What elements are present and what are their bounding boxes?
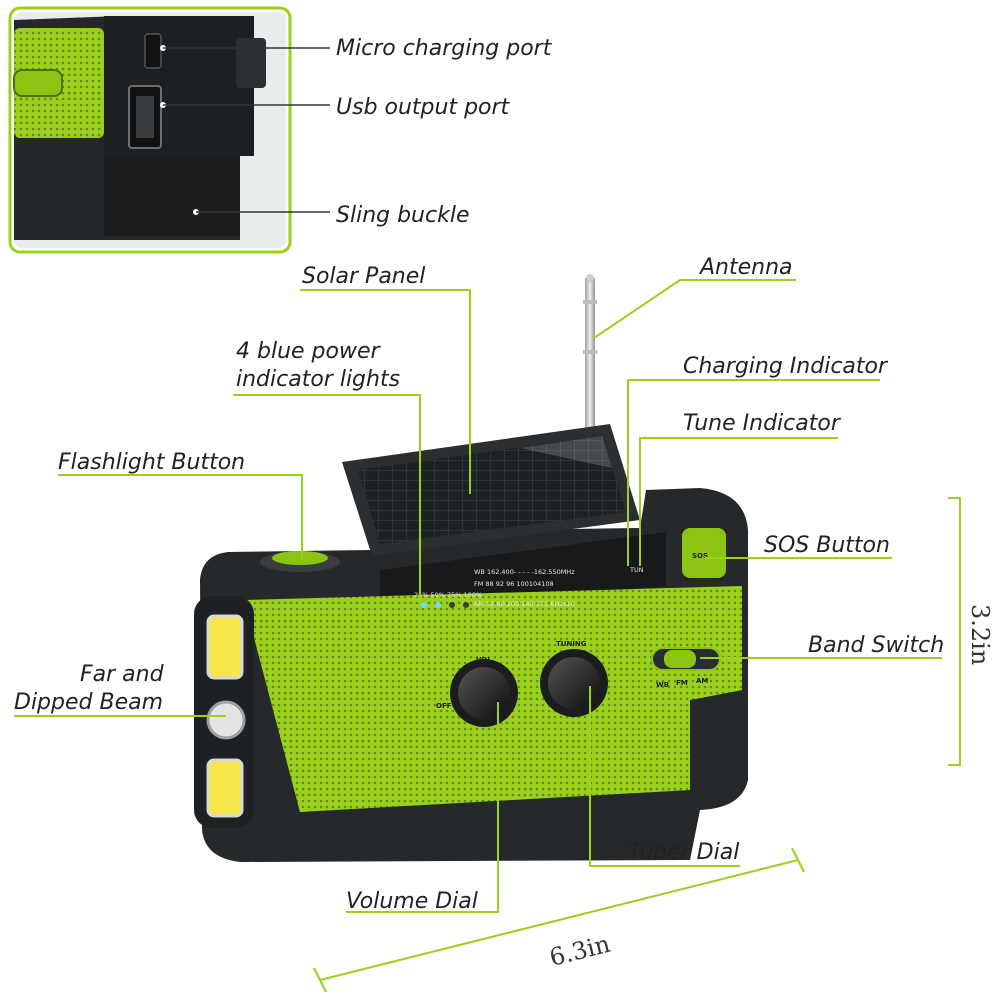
tuning-knob[interactable] xyxy=(548,657,600,709)
width-dimension-line xyxy=(319,859,799,981)
sos-button[interactable] xyxy=(682,528,726,578)
band-wb-label: WB xyxy=(656,681,669,689)
beam-label-line1: Far and xyxy=(80,662,165,687)
tune-indicator-label: Tune Indicator xyxy=(683,411,842,436)
sling-buckle-label: Sling buckle xyxy=(336,203,469,228)
power-indicator-1 xyxy=(421,602,427,608)
band-am-label: AM xyxy=(696,677,708,685)
tune-leader xyxy=(639,437,838,566)
antenna-tip xyxy=(586,274,594,282)
led-top xyxy=(206,614,244,680)
band-fm-label: FM xyxy=(676,679,688,687)
power-lights-label-line2: indicator lights xyxy=(236,367,400,392)
height-dimension-line xyxy=(948,497,961,766)
volume-leader xyxy=(346,702,499,913)
power-lights-leader xyxy=(233,394,421,606)
volume-dial-label: Volume Dial xyxy=(346,889,478,914)
solar-panel-label: Solar Panel xyxy=(302,264,425,289)
radio-device xyxy=(194,274,748,862)
antenna-segment-2 xyxy=(583,350,597,354)
tuner-leader xyxy=(589,686,740,867)
flashlight-leader xyxy=(58,474,303,560)
vol-label: VOL xyxy=(476,656,492,664)
power-indicator-2 xyxy=(435,602,441,608)
micro-port xyxy=(144,33,162,69)
power-indicator-4 xyxy=(463,602,469,608)
flashlight-button-label: Flashlight Button xyxy=(58,450,245,475)
center-beam xyxy=(206,700,246,740)
power-lights-label-line1: 4 blue power xyxy=(236,339,381,364)
solar-glare xyxy=(520,436,612,468)
solar-leader xyxy=(300,289,471,494)
callout-leaders xyxy=(14,279,961,993)
width-dimension-cap-left xyxy=(313,967,327,993)
flashlight-button[interactable] xyxy=(272,551,328,565)
inset-buckle-tab xyxy=(236,38,266,88)
usb-port-inner xyxy=(136,96,154,138)
charging-indicator-label: Charging Indicator xyxy=(683,354,889,379)
off-label: OFF xyxy=(436,702,452,710)
usb-port-label: Usb output port xyxy=(336,95,511,120)
antenna-leader xyxy=(593,279,796,339)
tuning-display xyxy=(380,532,666,614)
charging-leader xyxy=(627,379,880,566)
power-indicator-3 xyxy=(449,602,455,608)
fm-scale: FM 88 92 96 100104108 xyxy=(474,580,554,588)
am-scale: AM 52 80 100 140 171 KHzx10 xyxy=(474,600,575,608)
solar-panel xyxy=(358,436,626,544)
band-switch-knob[interactable] xyxy=(664,650,696,668)
height-dimension-label: 3.2in xyxy=(966,604,994,665)
inset-switch xyxy=(13,69,63,97)
beam-label-line2: Dipped Beam xyxy=(14,690,163,715)
level-labels: 25% 50% 75% 100% xyxy=(414,591,482,599)
sos-button-label: SOS Button xyxy=(764,533,890,558)
width-dimension-label: 6.3in xyxy=(547,930,613,972)
wb-scale: WB 162.400- - - - -162.550MHz xyxy=(474,568,575,576)
micro-port-label: Micro charging port xyxy=(336,36,553,61)
antenna-segment-1 xyxy=(583,300,597,304)
tuning-label: TUNING xyxy=(556,640,587,648)
inset-side xyxy=(104,16,254,156)
led-bottom xyxy=(206,758,244,818)
inset-base xyxy=(104,156,240,236)
tun-label: TUN xyxy=(629,566,644,574)
width-dimension-cap-right xyxy=(791,847,805,873)
band-switch-label: Band Switch xyxy=(808,633,944,658)
tuner-dial-label: Tuner Dial xyxy=(628,840,739,865)
volume-knob[interactable] xyxy=(458,667,510,719)
sos-key-label: SOS xyxy=(692,552,708,560)
antenna-label: Antenna xyxy=(698,255,793,280)
front-panel xyxy=(300,600,742,812)
inset-panel xyxy=(8,6,330,254)
